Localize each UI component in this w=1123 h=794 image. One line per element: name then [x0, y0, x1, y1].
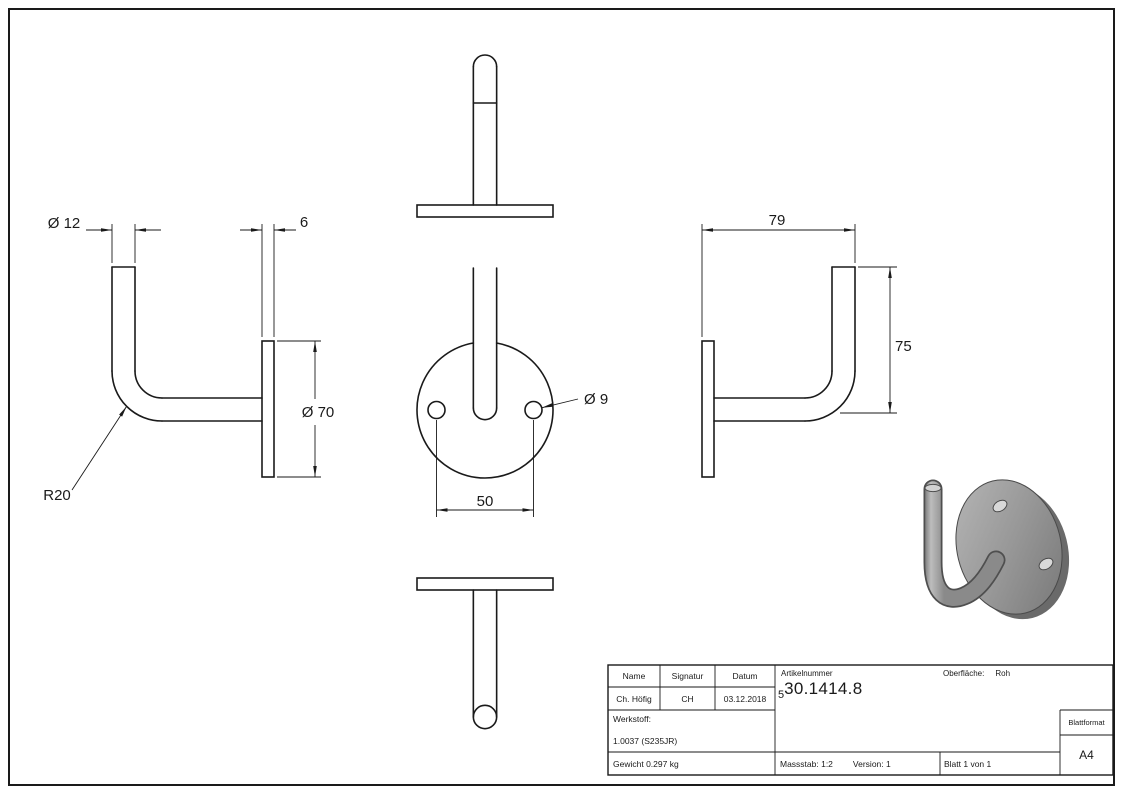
bottom-view [416, 577, 554, 730]
iso-3d-view [923, 479, 1070, 620]
dimension-arrows [101, 228, 892, 512]
dimension-texts: Ø 12 6 Ø 70 R20 Ø 9 50 79 75 [43, 212, 911, 510]
front-view [416, 267, 554, 479]
title-block-grid [607, 664, 1114, 776]
side-view-left [111, 266, 275, 478]
dim-plate-thickness: 6 [300, 214, 308, 231]
dim-hole-spacing: 50 [477, 493, 494, 510]
mounting-hole-right [524, 400, 543, 420]
dim-diameter-12: Ø 12 [48, 215, 81, 232]
dimension-lines [71, 224, 897, 517]
iso-hole-right [1038, 557, 1054, 571]
iso-bar [925, 481, 1004, 606]
sheet-frame [8, 8, 1115, 786]
dim-bend-radius: R20 [43, 487, 71, 504]
side-view-right [701, 266, 856, 478]
dim-diameter-9: Ø 9 [584, 391, 608, 408]
dim-arm-length: 79 [769, 212, 786, 229]
top-view [416, 54, 554, 218]
dim-post-height: 75 [895, 338, 912, 355]
mounting-hole-left [427, 400, 446, 420]
dim-diameter-70: Ø 70 [302, 404, 335, 421]
iso-hole-top [992, 499, 1008, 513]
iso-bar-cap [924, 483, 942, 493]
